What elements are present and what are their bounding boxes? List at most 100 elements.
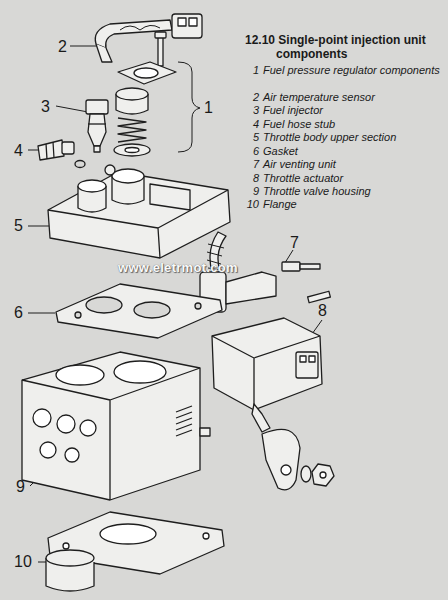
throttle-lever	[262, 429, 300, 489]
throttle-valve-housing	[80, 420, 96, 436]
legend-number: 9	[245, 185, 259, 198]
fuel-pressure-regulator	[118, 62, 176, 84]
throttle-actuator	[212, 318, 322, 410]
throttle-lever	[312, 464, 334, 486]
fuel-hose-stub	[46, 144, 47, 159]
throttle-body-upper-section	[78, 180, 106, 192]
fuel-pressure-regulator	[114, 62, 176, 156]
flange	[100, 524, 156, 544]
callout-number: 2	[58, 37, 67, 56]
legend-number: 6	[245, 145, 259, 158]
legend-number: 10	[245, 198, 259, 211]
flange	[46, 550, 94, 566]
legend-text: Air venting unit	[263, 158, 441, 171]
throttle-body-upper-section	[48, 172, 230, 258]
throttle-valve-housing	[65, 448, 79, 462]
throttle-valve-housing	[22, 352, 200, 500]
fuel-pressure-regulator	[125, 148, 139, 153]
leader-line	[70, 46, 98, 47]
legend-number: 2	[245, 91, 259, 104]
throttle-lever	[281, 465, 291, 475]
fuel-pressure-regulator	[134, 68, 158, 78]
throttle-actuator	[309, 356, 315, 362]
throttle-valve-housing	[22, 352, 210, 500]
leader-line	[178, 62, 200, 152]
callout-number: 8	[318, 301, 327, 320]
legend-text: Fuel injector	[263, 104, 441, 117]
legend-number: 3	[245, 104, 259, 117]
fuel-pressure-regulator	[118, 118, 146, 142]
legend-text: Throttle valve housing	[263, 185, 441, 198]
gasket	[134, 302, 170, 318]
gasket	[195, 303, 201, 309]
fuel-injector	[94, 146, 100, 152]
watermark: www.eletrmot.com	[118, 260, 238, 276]
throttle-valve-housing	[22, 368, 200, 500]
legend-text: Fuel hose stub	[263, 118, 441, 131]
fuel-hose-stub	[38, 140, 64, 160]
gasket	[56, 284, 222, 338]
legend-text: Throttle actuator	[263, 172, 441, 185]
legend-text: Air temperature sensor	[263, 91, 441, 104]
throttle-actuator	[212, 291, 330, 432]
legend-text: Fuel pressure regulator components	[263, 64, 441, 77]
throttle-body-upper-section	[112, 169, 144, 183]
gasket	[75, 312, 81, 318]
fuel-pressure-regulator	[114, 144, 150, 156]
callout-number: 9	[16, 477, 25, 496]
throttle-valve-housing	[200, 428, 210, 436]
air-temperature-sensor	[189, 18, 197, 26]
screw	[158, 36, 163, 66]
throttle-lever	[301, 466, 311, 482]
callout-number: 5	[14, 216, 23, 235]
leader-line	[28, 226, 52, 227]
fuel-hose-stub	[38, 140, 85, 168]
air-venting-unit	[282, 262, 300, 271]
throttle-valve-housing	[176, 406, 192, 436]
legend-number: 8	[245, 172, 259, 185]
throttle-actuator	[296, 352, 318, 378]
leader-line	[312, 320, 322, 334]
fuel-injector	[88, 114, 106, 146]
fuel-hose-stub	[53, 142, 54, 158]
throttle-lever	[262, 429, 334, 489]
fuel-hose-stub	[62, 142, 74, 154]
air-venting-unit	[226, 272, 276, 304]
legend-number: 4	[245, 118, 259, 131]
throttle-valve-housing	[57, 415, 75, 433]
air-temperature-sensor	[95, 14, 202, 62]
legend-number: 1	[245, 64, 259, 77]
fuel-injector	[86, 100, 108, 152]
callout-number: 7	[290, 233, 299, 252]
fuel-pressure-regulator	[116, 88, 148, 100]
air-venting-unit	[300, 264, 320, 269]
callout-number: 1	[204, 98, 213, 117]
callout-number: 3	[41, 97, 50, 116]
flange	[63, 543, 69, 549]
fuel-hose-stub	[75, 161, 85, 168]
throttle-valve-housing	[114, 361, 166, 383]
throttle-valve-housing	[33, 409, 51, 427]
air-temperature-sensor	[96, 44, 112, 62]
throttle-valve-housing	[40, 442, 56, 458]
figure-title: 12.10 Single-point injection unit compon…	[245, 34, 448, 62]
throttle-valve-housing	[56, 365, 104, 385]
legend-text: Throttle body upper section	[263, 131, 441, 144]
callout-number: 6	[14, 303, 23, 322]
throttle-body-upper-section	[105, 165, 115, 175]
throttle-actuator	[252, 404, 270, 432]
throttle-actuator	[212, 336, 320, 410]
legend-text: Gasket	[263, 145, 441, 158]
throttle-body-upper-section	[150, 184, 190, 210]
leader-line	[56, 106, 88, 112]
gasket	[56, 284, 222, 338]
throttle-lever	[320, 472, 326, 478]
flange	[46, 512, 224, 591]
throttle-actuator	[300, 356, 306, 362]
legend-number: 5	[245, 131, 259, 144]
callout-number: 10	[14, 552, 32, 571]
fuel-injector	[86, 100, 108, 114]
air-temperature-sensor	[172, 14, 202, 38]
screw	[155, 32, 166, 38]
